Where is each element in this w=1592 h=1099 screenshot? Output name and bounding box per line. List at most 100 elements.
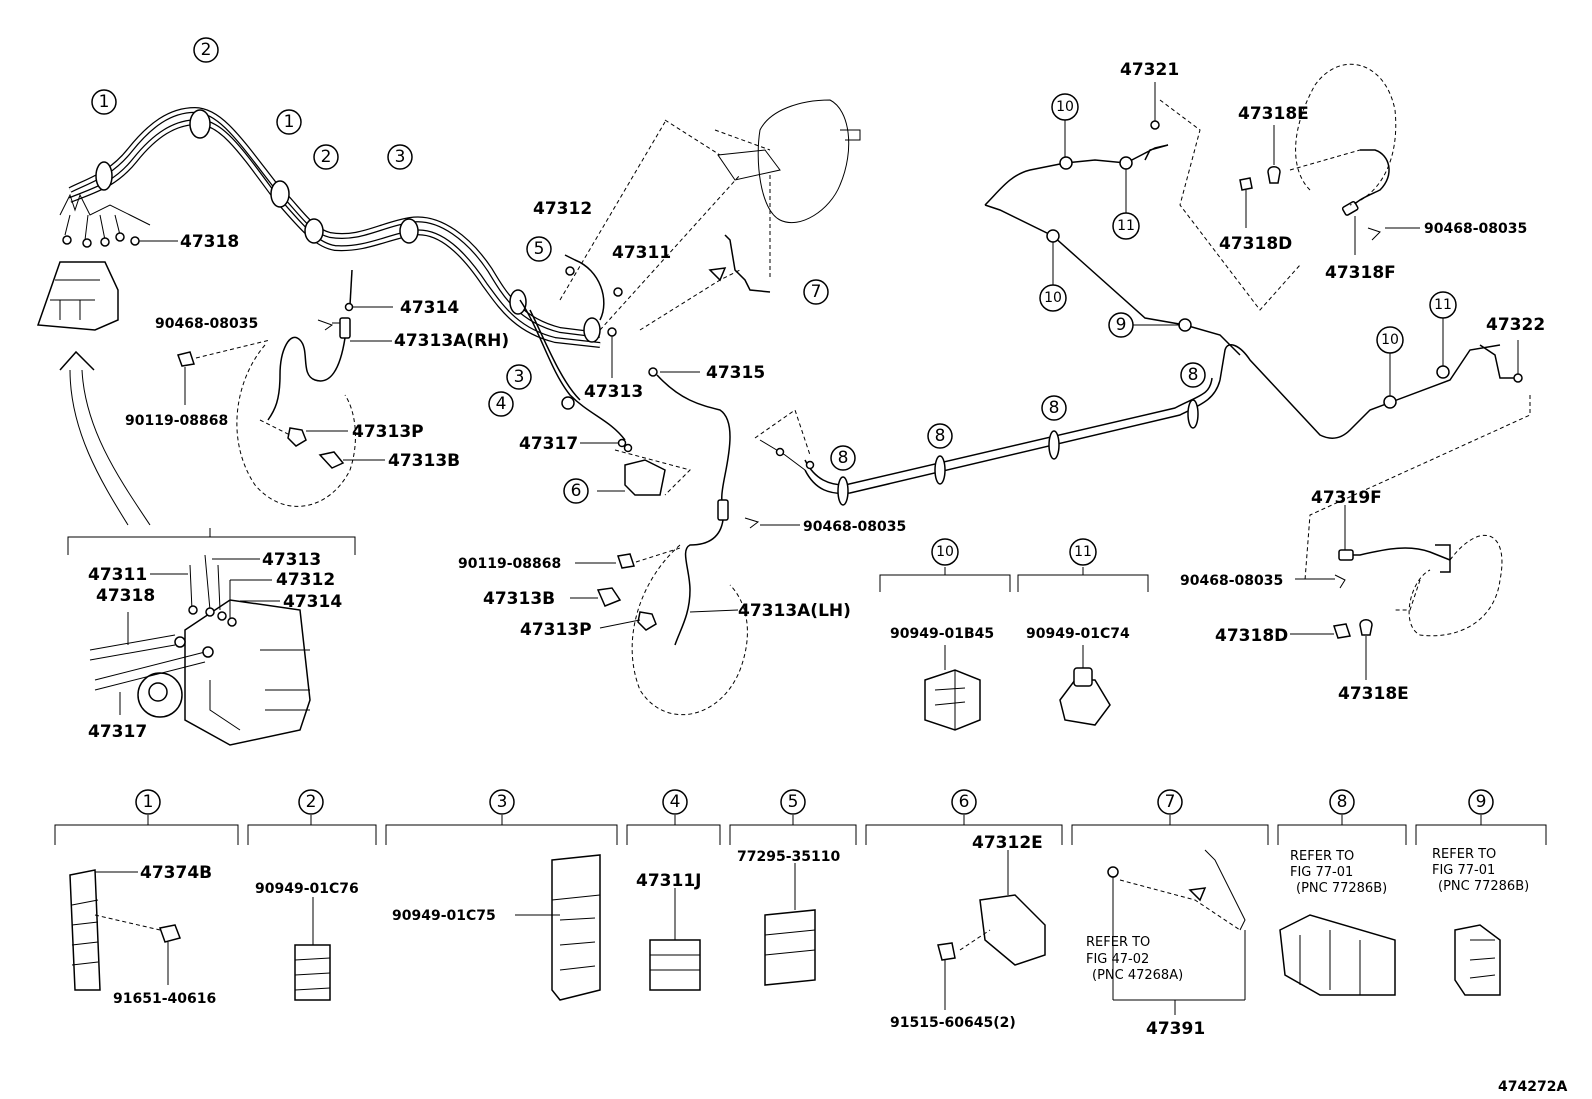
callout-10: 10 <box>1039 284 1067 312</box>
label-47313A-rh: 47313A(RH) <box>394 331 509 351</box>
callout-3: 3 <box>506 364 532 390</box>
svg-text:7: 7 <box>811 282 822 302</box>
callout-11: 11 <box>1429 291 1457 319</box>
callout-1: 1 <box>276 109 302 135</box>
label-90949-01B45: 90949-01B45 <box>890 626 994 642</box>
svg-text:6: 6 <box>571 481 582 501</box>
legend-header-7: 7 <box>1157 789 1183 815</box>
callout-10: 10 <box>1376 326 1404 354</box>
svg-text:8: 8 <box>935 426 946 446</box>
label-47318D: 47318D <box>1219 234 1292 254</box>
svg-text:4: 4 <box>496 394 507 414</box>
legend-header-9: 9 <box>1468 789 1494 815</box>
svg-text:2: 2 <box>321 147 332 167</box>
svg-text:4: 4 <box>670 792 681 812</box>
svg-text:2: 2 <box>201 40 212 60</box>
label-90468-08035: 90468-08035 <box>1180 573 1283 589</box>
callout-2: 2 <box>193 37 219 63</box>
callout-8: 8 <box>1180 362 1206 388</box>
legend-header-1: 1 <box>135 789 161 815</box>
label-77295-35110: 77295-35110 <box>737 849 840 865</box>
ref-text: REFER TO <box>1086 935 1150 950</box>
svg-text:1: 1 <box>99 92 110 112</box>
callout-8: 8 <box>927 423 953 449</box>
svg-text:5: 5 <box>788 792 799 812</box>
inset-label-47317: 47317 <box>88 722 147 742</box>
svg-text:8: 8 <box>838 448 849 468</box>
label-47322: 47322 <box>1486 315 1545 335</box>
svg-text:10: 10 <box>936 544 954 560</box>
ref-text: (PNC 47268A) <box>1092 968 1183 983</box>
svg-text:10: 10 <box>1044 290 1062 306</box>
label-47312E: 47312E <box>972 833 1043 853</box>
callout-7: 7 <box>803 279 829 305</box>
label-47319F: 47319F <box>1311 488 1382 508</box>
callout-9: 9 <box>1108 312 1134 338</box>
callout-8: 8 <box>1041 395 1067 421</box>
rh-flex-hose-assembly <box>177 269 393 507</box>
clamps-10-11-detail <box>879 567 1149 731</box>
legend-header-6: 6 <box>951 789 977 815</box>
svg-text:6: 6 <box>959 792 970 812</box>
label-47313A-lh: 47313A(LH) <box>738 601 851 621</box>
svg-text:2: 2 <box>306 792 317 812</box>
svg-text:11: 11 <box>1117 218 1135 234</box>
inset-label-47312: 47312 <box>276 570 335 590</box>
label-47391: 47391 <box>1146 1019 1205 1039</box>
label-90468-08035: 90468-08035 <box>1424 221 1527 237</box>
label-91515-60645: 91515-60645(2) <box>890 1015 1016 1031</box>
label-47313B: 47313B <box>388 451 460 471</box>
rear-brake-section <box>984 63 1531 680</box>
label-90119-08868: 90119-08868 <box>458 556 561 572</box>
svg-text:11: 11 <box>1074 544 1092 560</box>
front-brake-tube-bundle <box>36 106 601 526</box>
ref-text: REFER TO <box>1432 847 1496 862</box>
callout-6: 6 <box>563 478 589 504</box>
label-47311J: 47311J <box>636 871 701 891</box>
callout-5: 5 <box>526 236 552 262</box>
label-47317: 47317 <box>519 434 578 454</box>
callout-circles: 1 2 1 2 3 5 3 4 6 7 8 8 8 8 9 10 11 10 1… <box>91 37 1494 815</box>
svg-text:8: 8 <box>1049 398 1060 418</box>
svg-text:3: 3 <box>514 367 525 387</box>
label-90949-01C76: 90949-01C76 <box>255 881 359 897</box>
callout-11: 11 <box>1112 212 1140 240</box>
legend-header-2: 2 <box>298 789 324 815</box>
ref-text: FIG 47-02 <box>1086 952 1149 967</box>
label-47318E: 47318E <box>1338 684 1409 704</box>
svg-text:3: 3 <box>395 147 406 167</box>
inset-label-47311: 47311 <box>88 565 147 585</box>
legend-header-4: 4 <box>662 789 688 815</box>
callout-10: 10 <box>1051 93 1079 121</box>
clamp-header-11: 11 <box>1069 538 1097 566</box>
callout-3: 3 <box>387 144 413 170</box>
label-47318E: 47318E <box>1238 104 1309 124</box>
center-brake-section <box>519 99 1501 716</box>
svg-text:7: 7 <box>1165 792 1176 812</box>
label-47313B: 47313B <box>483 589 555 609</box>
label-90468-08035: 90468-08035 <box>803 519 906 535</box>
svg-text:11: 11 <box>1434 297 1452 313</box>
part-labels: 47318 47314 90468-08035 47313A(RH) 90119… <box>88 60 1567 1095</box>
label-47374B: 47374B <box>140 863 212 883</box>
label-47313: 47313 <box>584 382 643 402</box>
legend-header-5: 5 <box>780 789 806 815</box>
clamp-header-10: 10 <box>931 538 959 566</box>
ref-text: (PNC 77286B) <box>1438 879 1529 894</box>
ref-text: FIG 77-01 <box>1432 863 1495 878</box>
svg-text:10: 10 <box>1381 332 1399 348</box>
svg-text:8: 8 <box>1337 792 1348 812</box>
label-47318: 47318 <box>180 232 239 252</box>
label-47312: 47312 <box>533 199 592 219</box>
svg-text:10: 10 <box>1056 99 1074 115</box>
svg-text:8: 8 <box>1188 365 1199 385</box>
label-47318D: 47318D <box>1215 626 1288 646</box>
actuator-inset <box>67 528 356 746</box>
inset-label-47313: 47313 <box>262 550 321 570</box>
svg-text:1: 1 <box>143 792 154 812</box>
inset-label-47318: 47318 <box>96 586 155 606</box>
label-47314: 47314 <box>400 298 459 318</box>
label-91651-40616: 91651-40616 <box>113 991 216 1007</box>
svg-text:5: 5 <box>534 239 545 259</box>
